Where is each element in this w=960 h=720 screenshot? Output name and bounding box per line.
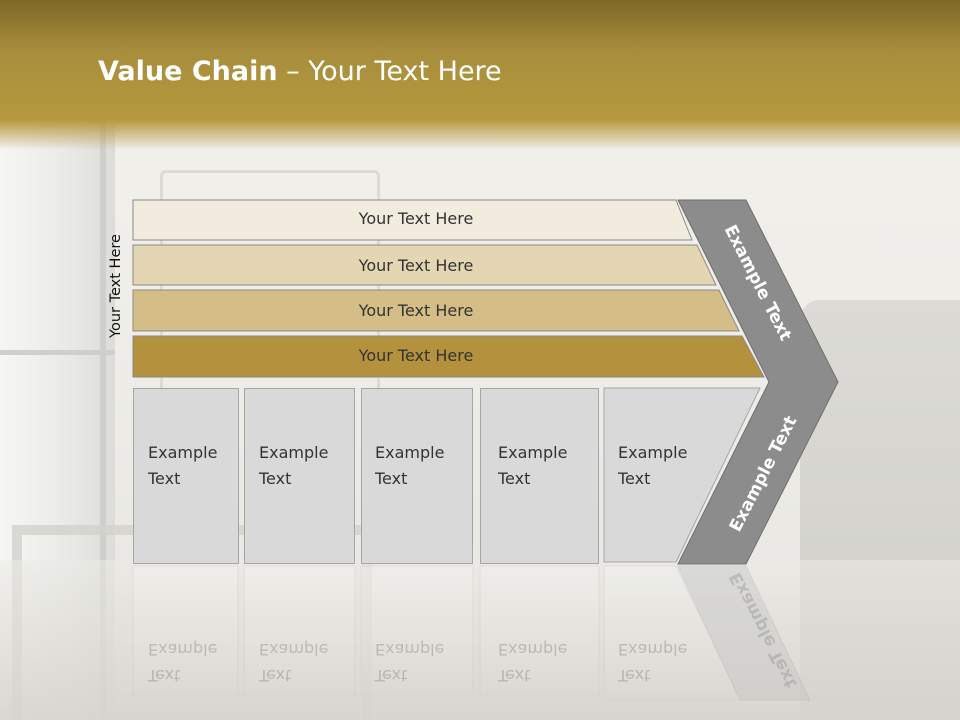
box-5-label-line1: Example	[618, 443, 688, 462]
box-1-label-line1: Example	[148, 443, 218, 462]
box-3-label-reflection: Text Example	[375, 636, 444, 688]
box-1-reflection-line2: Text	[148, 666, 181, 685]
box-2-reflection-line1: Example	[259, 640, 329, 659]
bar-4-shape	[132, 335, 765, 378]
slide-title: Value Chain – Your Text Here	[98, 56, 502, 87]
box-3-reflection-line1: Example	[375, 640, 445, 659]
box-2-label-reflection: Text Example	[259, 636, 328, 688]
box-4-label-line2: Text	[498, 469, 531, 488]
chevron-arrow	[677, 199, 839, 565]
side-label: Your Text Here	[108, 234, 124, 338]
bar-2-shape	[132, 244, 717, 286]
bar-4-label: Your Text Here	[358, 346, 474, 365]
box-1-label-reflection: Text Example	[148, 636, 217, 688]
box-3-reflection-line2: Text	[375, 666, 408, 685]
box-1-label-line2: Text	[148, 469, 181, 488]
box-1-label: Example Text	[148, 440, 238, 492]
box-2-label-line1: Example	[259, 443, 329, 462]
bar-3-shape	[132, 289, 740, 332]
slide-title-bold: Value Chain	[98, 56, 278, 87]
box-4	[480, 388, 599, 564]
box-5-label-reflection: Text Example	[618, 636, 687, 688]
box-4-label-line1: Example	[498, 443, 568, 462]
box-5-label: Example Text	[618, 440, 708, 492]
bar-1-label: Your Text Here	[358, 209, 474, 228]
box-5-shape	[603, 387, 761, 563]
header-band	[0, 0, 960, 150]
box-5-reflection-line2: Text	[618, 666, 651, 685]
bar-2-label: Your Text Here	[358, 256, 474, 275]
box-5-label-line2: Text	[618, 469, 651, 488]
box-5-reflection-line1: Example	[618, 640, 688, 659]
box-2	[244, 388, 355, 564]
box-4-reflection-line2: Text	[498, 666, 531, 685]
box-3-label-line2: Text	[375, 469, 408, 488]
box-3-label-line1: Example	[375, 443, 445, 462]
box-4-label: Example Text	[498, 440, 588, 492]
bar-1-shape	[132, 199, 693, 241]
box-2-label: Example Text	[259, 440, 349, 492]
box-1	[133, 388, 239, 564]
box-2-label-line2: Text	[259, 469, 292, 488]
box-2-reflection-line2: Text	[259, 666, 292, 685]
box-3-label: Example Text	[375, 440, 465, 492]
box-1-reflection-line1: Example	[148, 640, 218, 659]
box-3	[361, 388, 473, 564]
reflection-group	[132, 565, 811, 701]
box-4-reflection-line1: Example	[498, 640, 568, 659]
bar-3-label: Your Text Here	[358, 301, 474, 320]
box-4-label-reflection: Text Example	[498, 636, 567, 688]
slide-title-rest: – Your Text Here	[277, 56, 502, 87]
